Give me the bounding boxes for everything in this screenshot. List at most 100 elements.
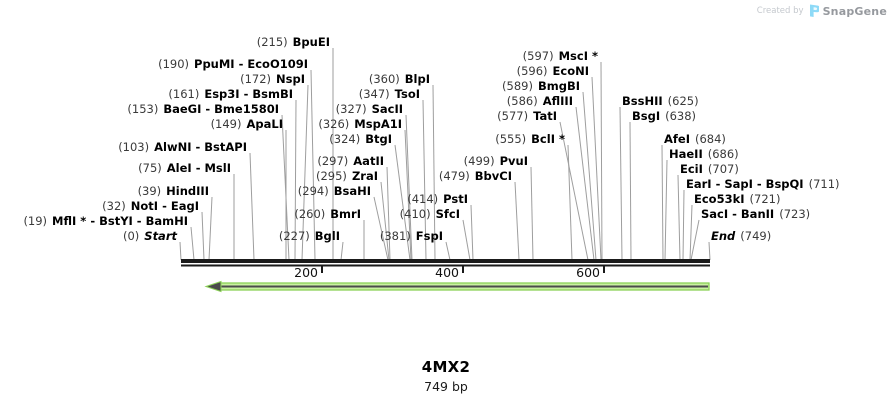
enzyme-name: MscI * — [558, 49, 598, 63]
leader-line — [582, 91, 597, 261]
leader-line — [294, 99, 297, 261]
enzyme-name: HindIII — [166, 184, 209, 198]
axis-tick-label: 400 — [435, 265, 459, 280]
enzyme-name: EciI — [680, 162, 703, 176]
site-position: (723) — [779, 207, 811, 221]
enzyme-name: BmgBI — [537, 79, 580, 93]
leader-line — [591, 76, 602, 261]
enzyme-name: NspI — [276, 72, 305, 86]
leader-line — [281, 114, 290, 261]
enzyme-name: End — [711, 229, 736, 243]
leader-line — [445, 241, 451, 261]
leader-line — [179, 241, 182, 261]
leader-line — [677, 174, 681, 261]
reverse-strand-arrowhead — [204, 280, 222, 293]
site-position: (295) — [316, 169, 347, 183]
restriction-site-label: (0) Start — [123, 229, 177, 243]
enzyme-name: TatI — [533, 109, 557, 123]
enzyme-name: AleI - MslI — [166, 161, 231, 175]
enzyme-name: Start — [144, 229, 177, 243]
enzyme-name: SacII — [371, 102, 403, 116]
enzyme-name: SacI - BanII — [701, 207, 775, 221]
site-position: (19) — [23, 214, 48, 228]
restriction-site-label: (297)AatII — [317, 154, 384, 168]
site-position: (75) — [138, 161, 162, 175]
leader-line — [470, 204, 474, 261]
enzyme-name: AatII — [353, 154, 384, 168]
sequence-line-secondary — [181, 264, 710, 267]
leader-line — [190, 226, 195, 261]
restriction-site-label: SacI - BanII (723) — [701, 207, 810, 221]
site-position: (707) — [707, 162, 739, 176]
brand-name: SnapGene — [822, 4, 887, 18]
site-position: (32) — [102, 199, 126, 213]
leader-line — [530, 166, 534, 261]
site-position: (190) — [158, 57, 190, 71]
restriction-site-label: (161) Esp3I - BsmBI — [168, 87, 293, 101]
site-position: (294) — [297, 184, 329, 198]
restriction-site-label: (597)MscI * — [523, 49, 598, 63]
restriction-site-label: (326) MspA1I — [318, 117, 402, 131]
restriction-site-label: EarI - SapI - BspQI(711) — [686, 177, 840, 191]
restriction-site-label: (360)BlpI — [369, 72, 430, 86]
enzyme-name: PvuI — [499, 154, 528, 168]
site-position: (149) — [210, 117, 242, 131]
site-position: (555) — [495, 132, 527, 146]
site-position: (360) — [368, 72, 400, 86]
restriction-site-label: (589) BmgBI — [502, 79, 580, 93]
restriction-site-label: (153)BaeGI - Bme1580I — [127, 102, 279, 116]
created-by-text: Created by — [756, 6, 804, 16]
leader-line — [386, 166, 391, 261]
site-position: (414) — [407, 192, 439, 206]
enzyme-name: AfeI — [664, 132, 690, 146]
site-position: (749) — [740, 229, 772, 243]
leader-line — [432, 84, 436, 261]
leader-line — [380, 181, 390, 261]
enzyme-name: BaeGI - Bme1580I — [163, 102, 279, 116]
restriction-site-label: (479) BbvCI — [439, 169, 512, 183]
enzyme-name: TsoI — [394, 87, 420, 101]
restriction-site-label: (294)BsaHI — [298, 184, 371, 198]
site-position: (479) — [438, 169, 470, 183]
site-position: (589) — [502, 79, 533, 93]
plasmid-name: 4MX2 — [421, 358, 471, 376]
leader-line — [404, 129, 412, 261]
enzyme-name: BpuEI — [292, 35, 330, 49]
site-position: (625) — [667, 94, 699, 108]
restriction-site-label: (499)PvuI — [464, 154, 528, 168]
leader-line — [249, 152, 255, 261]
snapgene-logo-icon — [809, 4, 819, 17]
restriction-site-label: (327)SacII — [336, 102, 403, 116]
site-position: (324) — [329, 132, 361, 146]
restriction-site-label: (227)BglI — [279, 229, 340, 243]
site-position: (381) — [379, 229, 411, 243]
enzyme-name: BglI — [314, 229, 340, 243]
restriction-site-label: (295)ZraI — [316, 169, 378, 183]
enzyme-name: Esp3I - BsmBI — [204, 87, 293, 101]
restriction-site-label: (260)BmrI — [294, 207, 361, 221]
site-position: (161) — [168, 87, 200, 101]
site-position: (684) — [694, 132, 726, 146]
enzyme-name: AlwNI - BstAPI — [154, 140, 247, 154]
enzyme-name: MspA1I — [354, 117, 402, 131]
leader-line — [690, 219, 700, 261]
site-position: (215) — [256, 35, 288, 49]
leader-line — [394, 144, 411, 261]
site-position: (347) — [358, 87, 390, 101]
site-position: (0) — [122, 229, 140, 243]
restriction-site-label: AfeI (684) — [664, 132, 726, 146]
enzyme-name: BssHII — [622, 94, 663, 108]
axis-tick-label: 600 — [576, 265, 600, 280]
leader-line — [664, 159, 668, 261]
site-position: (721) — [749, 192, 781, 206]
axis-tick — [603, 266, 605, 273]
site-position: (103) — [118, 140, 150, 154]
site-position: (410) — [399, 207, 431, 221]
enzyme-name: BbvCI — [474, 169, 512, 183]
enzyme-name: BclI * — [531, 132, 565, 146]
site-position: (326) — [318, 117, 350, 131]
site-position: (39) — [137, 184, 162, 198]
enzyme-name: SfcI — [435, 207, 460, 221]
leader-line — [619, 106, 623, 261]
